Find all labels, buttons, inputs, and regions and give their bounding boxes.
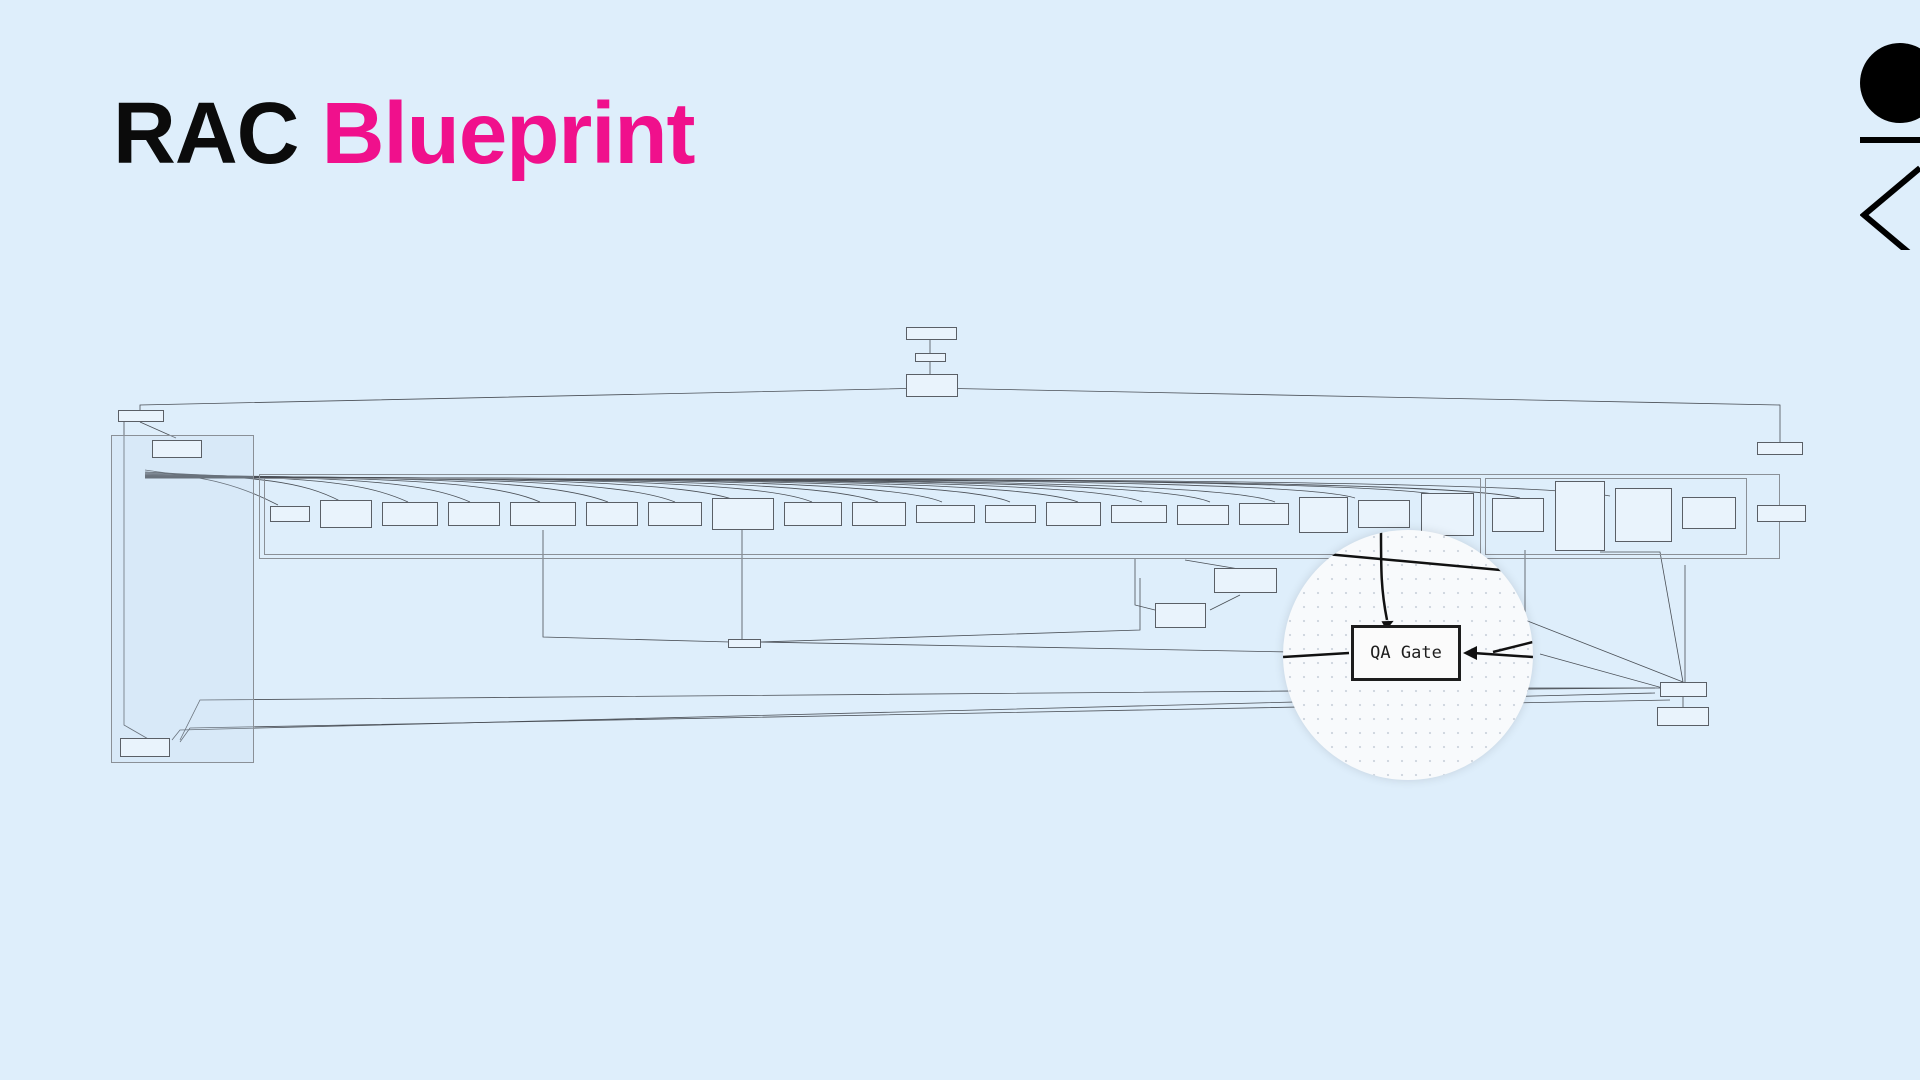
- language-node: [1214, 568, 1277, 593]
- left-dispatch-node: [152, 440, 202, 458]
- left-lane-group: [111, 435, 254, 763]
- module-node-12: [985, 505, 1036, 523]
- module-node-11: [916, 505, 975, 523]
- title-word-blueprint: Blueprint: [321, 85, 696, 182]
- right-module-node: [1757, 505, 1806, 522]
- module-node-19: [1421, 493, 1474, 536]
- module-node-22: [1615, 488, 1672, 542]
- module-node-1: [270, 506, 310, 522]
- output-node: [1657, 707, 1709, 726]
- magnifier-edges: [1283, 530, 1533, 660]
- module-node-8: [712, 498, 774, 530]
- module-node-17: [1299, 497, 1348, 533]
- module-node-4: [448, 502, 500, 526]
- brand-logo-icon: [1860, 43, 1920, 250]
- title-word-rac: RAC: [113, 85, 299, 182]
- module-node-7: [648, 502, 702, 526]
- module-node-16: [1239, 503, 1289, 525]
- start-node: [906, 327, 957, 340]
- right-entry-node: [1757, 442, 1803, 455]
- module-node-2: [320, 500, 372, 528]
- review-node: [1155, 603, 1206, 628]
- slide-title: RAC Blueprint: [113, 86, 695, 182]
- module-subgroup-left: [264, 478, 1481, 555]
- validation-node: [1660, 682, 1707, 697]
- module-node-5: [510, 502, 576, 526]
- module-node-3: [382, 502, 438, 526]
- module-node-15: [1177, 505, 1229, 525]
- module-node-10: [852, 502, 906, 526]
- module-node-6: [586, 502, 638, 526]
- module-node-9: [784, 502, 842, 526]
- module-node-21: [1555, 481, 1605, 551]
- left-entry-node: [118, 410, 164, 422]
- init-node: [915, 353, 946, 362]
- module-node-13: [1046, 502, 1101, 526]
- module-node-14: [1111, 505, 1167, 523]
- module-node-20: [1492, 498, 1544, 532]
- module-node-18: [1358, 500, 1410, 528]
- aggregator-node: [728, 639, 761, 648]
- module-subgroup-right: [1485, 478, 1747, 555]
- qa-gate-node: QA Gate: [1351, 625, 1461, 681]
- zoom-magnifier: QA Gate: [1283, 530, 1533, 780]
- module-node-23: [1682, 497, 1736, 529]
- router-node: [906, 374, 958, 397]
- final-node: [120, 738, 170, 757]
